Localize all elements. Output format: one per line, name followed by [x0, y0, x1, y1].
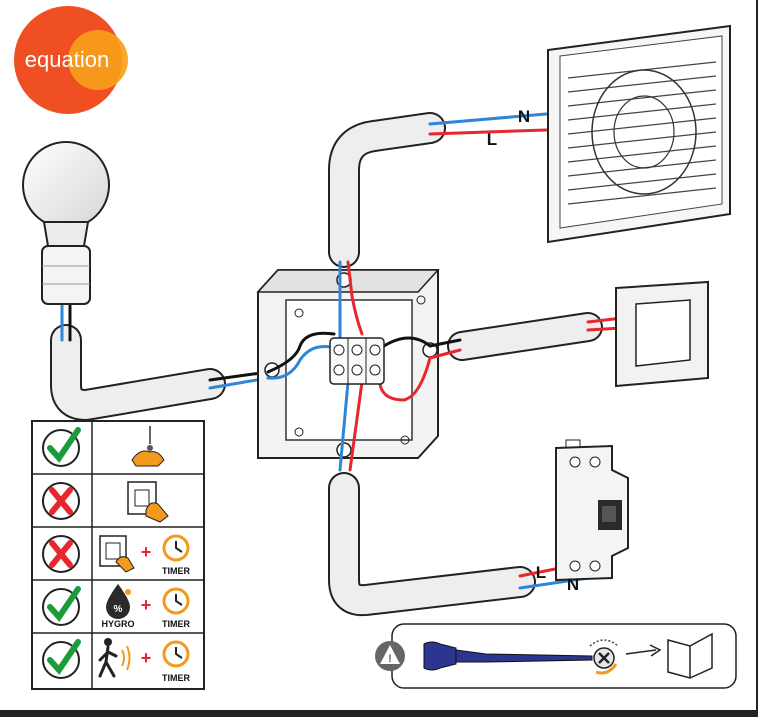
box-screw-tl — [294, 308, 304, 318]
warning-triangle — [380, 645, 400, 664]
table-row-5: + TIMER — [42, 638, 190, 683]
breaker-screw-1 — [569, 456, 581, 468]
box-wire-switch-black — [382, 336, 462, 348]
plus-sign: + — [141, 542, 152, 562]
box-wire-breaker-red — [348, 380, 364, 472]
hygro-percent: % — [114, 604, 123, 615]
extractor-fan — [547, 24, 731, 244]
switch-conduit — [449, 314, 601, 359]
fan-hub-ring — [613, 95, 675, 169]
breaker-body — [555, 444, 629, 582]
manual-book-icon — [667, 632, 713, 679]
light-bulb — [22, 141, 110, 305]
cross-mark — [49, 540, 73, 568]
compatibility-table: + TIMER % HYGRO + TIMER — [31, 420, 205, 690]
circuit-breaker — [555, 439, 629, 582]
box-wire-switch-red — [378, 348, 462, 402]
arrow-line — [625, 649, 657, 655]
timer-icon — [162, 640, 190, 668]
fan-neutral-label: N — [518, 107, 530, 126]
terminal-screw-2 — [351, 344, 363, 356]
table-row-1 — [42, 426, 165, 467]
fan-blade-ring — [591, 69, 697, 195]
bulb-cap — [42, 221, 90, 247]
plus-sign: + — [141, 595, 152, 615]
breaker-screw-3 — [569, 560, 581, 572]
wall-switch-icon — [99, 535, 135, 573]
box-wire-black-a — [266, 331, 336, 374]
plus-sign: + — [141, 648, 152, 668]
cross-mark — [49, 487, 73, 515]
terminal-block — [329, 337, 385, 385]
conduits — [50, 112, 603, 617]
wall-switch — [615, 280, 709, 388]
breaker-lever-knob — [602, 506, 616, 522]
arrow-head — [649, 644, 662, 657]
wall-switch-icon — [127, 481, 169, 523]
terminal-screw-3 — [369, 344, 381, 356]
box-wire-fan-red — [346, 260, 364, 336]
terminal-screw-1 — [333, 344, 345, 356]
table-row-3: + TIMER — [42, 534, 190, 576]
brand-logo: equation — [14, 6, 128, 114]
breaker-screw-4 — [589, 560, 601, 572]
box-internal-wires — [266, 260, 462, 472]
bulb-socket — [41, 245, 91, 305]
terminal-screw-6 — [369, 364, 381, 376]
hygro-caption: HYGRO — [101, 619, 134, 629]
check-mark — [47, 586, 81, 622]
motion-sensor-icon — [98, 638, 131, 678]
table-row-4: % HYGRO + TIMER — [42, 584, 190, 629]
timer-caption: TIMER — [162, 619, 190, 629]
switch-rocker — [635, 299, 691, 367]
box-wire-blue-a — [266, 345, 338, 380]
breaker-neutral-label: N — [567, 575, 579, 594]
breaker-conduit — [330, 474, 534, 615]
bulb-conduit — [52, 326, 224, 419]
box-screw-bl — [294, 427, 304, 437]
bottom-border — [0, 710, 758, 717]
logo-inner-circle — [68, 30, 128, 90]
check-mark — [47, 639, 81, 675]
timer-caption: TIMER — [162, 673, 190, 683]
hygro-drop-icon: % — [106, 584, 131, 619]
fan-live-label: L — [487, 130, 497, 149]
terminal-screw-5 — [351, 364, 363, 376]
screw-icon — [589, 639, 619, 675]
box-wire-breaker-blue — [338, 380, 350, 472]
logo-text: equation — [25, 47, 109, 72]
box-screw-tr — [416, 295, 426, 305]
fan-face — [559, 35, 723, 229]
box-knockout-bottom — [336, 442, 352, 458]
table-row-2 — [42, 481, 169, 523]
pull-cord-icon — [131, 426, 165, 467]
breaker-screw-2 — [589, 456, 601, 468]
fan-wire-live — [428, 128, 548, 136]
tool-warning-panel: ! — [375, 623, 737, 689]
warning-symbol: ! — [388, 653, 392, 665]
timer-caption: TIMER — [162, 566, 190, 576]
junction-box — [256, 260, 462, 472]
fan-conduit — [330, 114, 444, 266]
terminal-screw-4 — [333, 364, 345, 376]
fan-wire-neutral — [428, 112, 548, 126]
check-mark — [47, 427, 81, 463]
bulb-glass — [22, 141, 110, 229]
timer-icon — [162, 587, 190, 615]
screwdriver-icon — [423, 641, 593, 671]
timer-icon — [162, 534, 190, 562]
box-screw-br — [400, 435, 410, 445]
breaker-live-label: L — [536, 563, 546, 582]
